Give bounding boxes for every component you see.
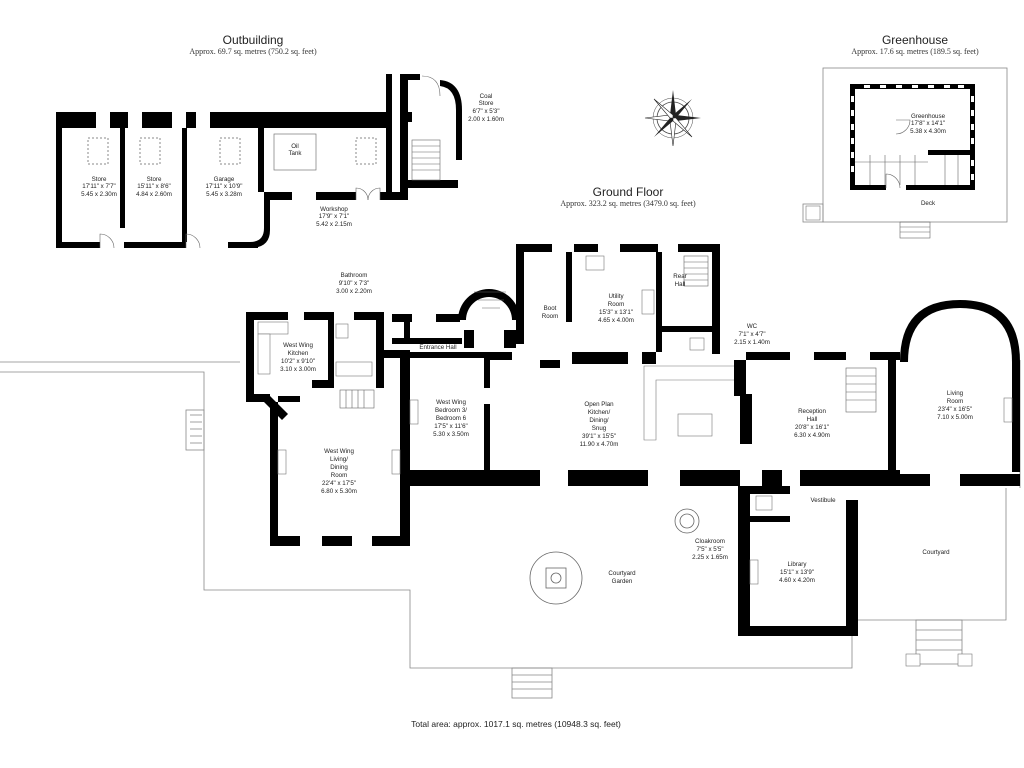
greenhouse-area: Approx. 17.6 sq. metres (189.5 sq. feet)	[851, 47, 979, 56]
site-boundary	[0, 360, 1021, 699]
rear-hall-label-2: Hall	[675, 281, 686, 288]
ww-living-imperial: 22'4" x 17'5"	[322, 480, 356, 487]
store2-metric: 4.84 x 2.60m	[136, 191, 172, 198]
store1-metric: 5.45 x 2.30m	[81, 191, 117, 198]
ground-floor-area: Approx. 323.2 sq. metres (3479.0 sq. fee…	[560, 199, 696, 208]
ground-floor-plan	[246, 244, 1020, 636]
ww-bedroom-imperial: 17'5" x 11'6"	[434, 423, 467, 430]
ww-bedroom-metric: 5.30 x 3.50m	[433, 431, 469, 438]
library-label: Library	[788, 561, 808, 568]
greenhouse-imperial: 17'8" x 14'1"	[911, 120, 945, 127]
garden-fountain	[529, 551, 583, 605]
courtyard-garden-label: Courtyard	[608, 570, 636, 577]
outbuilding-plan	[56, 74, 462, 249]
deck-label: Deck	[921, 200, 936, 207]
utility-room-imperial: 15'3" x 13'1"	[599, 309, 633, 316]
coal-store-label: Coal	[480, 93, 493, 100]
ww-bedroom-label: West Wing	[436, 399, 466, 406]
total-area: Total area: approx. 1017.1 sq. metres (1…	[411, 719, 621, 729]
reception-hall-metric: 6.30 x 4.90m	[794, 432, 830, 439]
greenhouse-label: Greenhouse	[911, 113, 946, 120]
store1-imperial: 17'11" x 7'7"	[82, 183, 115, 190]
wc-imperial: 7'1" x 4'7"	[738, 331, 765, 338]
wc-label: WC	[747, 323, 758, 330]
coal-store-metric: 2.00 x 1.60m	[468, 116, 504, 123]
oil-tank-label-2: Tank	[288, 150, 302, 157]
workshop-label: Workshop	[320, 206, 348, 213]
ww-living-label: West Wing	[324, 448, 354, 455]
workshop-imperial: 17'9" x 7'1"	[319, 213, 350, 220]
entrance-hall-label: Entrance Hall	[419, 344, 456, 351]
garage-metric: 5.45 x 3.28m	[206, 191, 242, 198]
utility-room-label-2: Room	[608, 301, 625, 308]
ww-bedroom-label-2: Bedroom 3/	[435, 407, 467, 414]
ww-living-label-3: Dining	[330, 464, 348, 471]
greenhouse-title: Greenhouse	[882, 33, 948, 47]
open-plan-imperial: 39'1" x 15'5"	[582, 433, 616, 440]
utility-room-label: Utility	[608, 293, 624, 300]
utility-room-metric: 4.65 x 4.00m	[598, 317, 634, 324]
reception-hall-label-2: Hall	[807, 416, 818, 423]
store1-label: Store	[92, 176, 107, 183]
store2-imperial: 15'11" x 8'6"	[137, 183, 170, 190]
cloakroom-label: Cloakroom	[695, 538, 725, 545]
store2-label: Store	[147, 176, 162, 183]
living-room-metric: 7.10 x 5.00m	[937, 414, 973, 421]
rear-hall-label: Rear	[673, 273, 686, 280]
ww-kitchen-metric: 3.10 x 3.00m	[280, 366, 316, 373]
garage-imperial: 17'11" x 10'9"	[206, 183, 243, 190]
reception-hall-imperial: 20'8" x 16'1"	[795, 424, 829, 431]
vestibule-label: Vestibule	[810, 497, 836, 504]
ww-living-metric: 6.80 x 5.30m	[321, 488, 357, 495]
living-room-label-2: Room	[947, 398, 964, 405]
ww-kitchen-imperial: 10'2" x 9'10"	[281, 358, 315, 365]
bathroom-imperial: 9'10" x 7'3"	[339, 280, 370, 287]
wc-metric: 2.15 x 1.40m	[734, 339, 770, 346]
outbuilding-title: Outbuilding	[223, 33, 284, 47]
ww-bedroom-label-3: Bedroom 6	[436, 415, 467, 422]
reception-hall-label: Reception	[798, 408, 826, 415]
ww-kitchen-label-2: Kitchen	[288, 350, 309, 357]
ww-living-label-2: Living/	[330, 456, 348, 463]
boot-room-label: Boot	[544, 305, 557, 312]
open-plan-label-3: Dining/	[589, 417, 609, 424]
open-plan-metric: 11.90 x 4.70m	[580, 441, 619, 448]
courtyard-label: Courtyard	[922, 549, 950, 556]
cloakroom-metric: 2.25 x 1.65m	[692, 554, 728, 561]
cloakroom-imperial: 7'5" x 5'5"	[696, 546, 723, 553]
greenhouse-plan	[802, 67, 1008, 239]
workshop-metric: 5.42 x 2.15m	[316, 221, 352, 228]
oil-tank-label: Oil	[291, 143, 299, 150]
ww-living-label-4: Room	[331, 472, 348, 479]
open-plan-label-2: Kitchen/	[588, 409, 611, 416]
boot-room-label-2: Room	[542, 313, 559, 320]
greenhouse-metric: 5.38 x 4.30m	[910, 128, 946, 135]
library-metric: 4.60 x 4.20m	[779, 577, 815, 584]
garden-well	[674, 508, 700, 534]
outbuilding-area: Approx. 69.7 sq. metres (750.2 sq. feet)	[189, 47, 317, 56]
bathroom-label: Bathroom	[341, 272, 368, 279]
compass-icon	[644, 90, 701, 147]
bathroom-metric: 3.00 x 2.20m	[336, 288, 372, 295]
living-room-label: Living	[947, 390, 964, 397]
library-imperial: 15'1" x 13'9"	[780, 569, 814, 576]
ww-kitchen-label: West Wing	[283, 342, 313, 349]
courtyard-garden-label-2: Garden	[612, 578, 633, 585]
open-plan-label-4: Snug	[592, 425, 607, 432]
open-plan-label: Open Plan	[584, 401, 614, 408]
coal-store-imperial: 6'7" x 5'3"	[472, 108, 499, 115]
garage-label: Garage	[214, 176, 235, 183]
ground-floor-title: Ground Floor	[593, 185, 664, 199]
living-room-imperial: 23'4" x 16'5"	[938, 406, 972, 413]
coal-store-label-2: Store	[479, 100, 494, 107]
